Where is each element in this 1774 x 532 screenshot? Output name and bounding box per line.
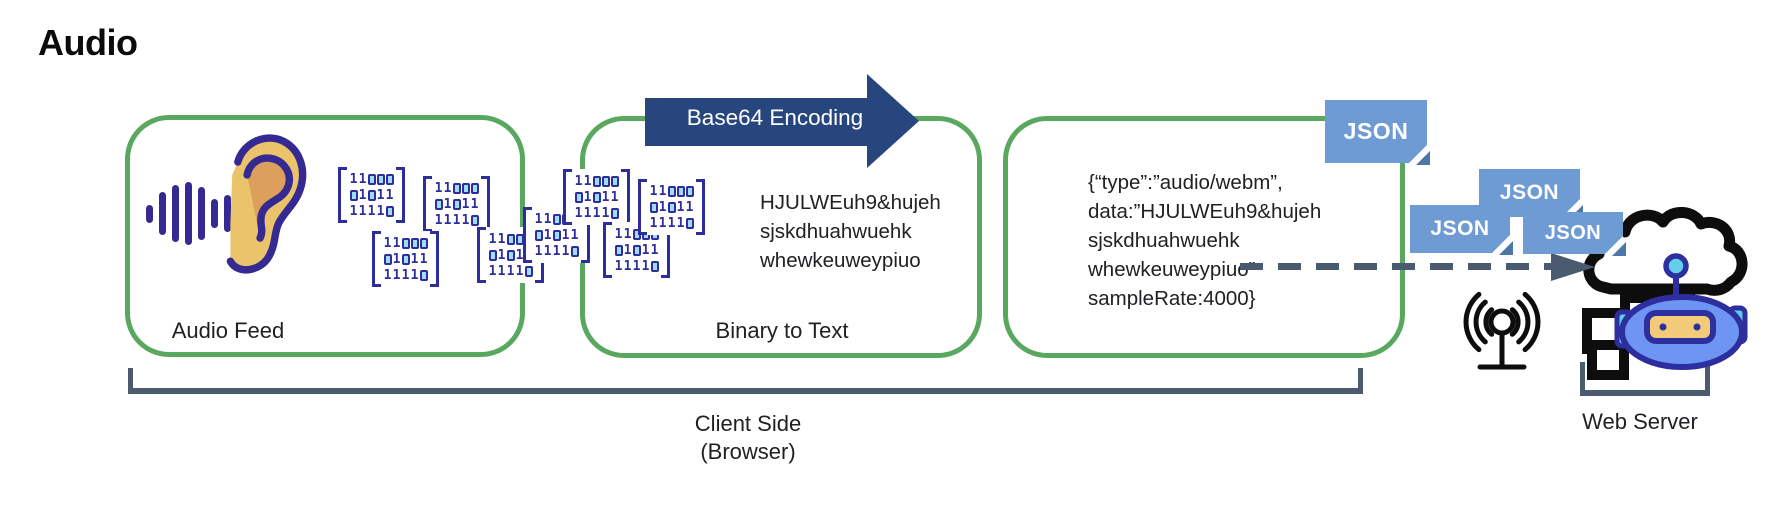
bracket-right: [430, 231, 439, 287]
ear-icon: [226, 134, 307, 274]
json-text-line: sjskdhuahwuehk: [1088, 229, 1240, 252]
dashed-arrow-head: [1551, 253, 1595, 281]
web-server-label: Web Server: [1582, 409, 1698, 434]
binary-to-text-label: Binary to Text: [715, 318, 849, 343]
cloud-icon: [1582, 207, 1748, 380]
json-text-line: {“type”:”audio/webm”,: [1088, 171, 1283, 194]
base64-text-line: sjskdhuahwuehk: [760, 220, 912, 243]
antenna-icon: [1463, 291, 1541, 370]
bracket-left: [523, 207, 532, 263]
client-side-label-line: Client Side: [694, 411, 802, 436]
json-badge: JSON: [1523, 212, 1626, 256]
base64-arrow-body: [645, 98, 867, 146]
client-side-bracket: [128, 368, 1363, 394]
json-text-line: whewkeuweypiuo”: [1088, 258, 1256, 281]
base64-text-line: HJULWEuh9&hujeh: [760, 191, 941, 214]
json-badge: JSON: [1325, 100, 1430, 165]
bracket-right: [621, 169, 630, 225]
bracket-left: [603, 222, 612, 278]
web-server-bracket: [1580, 362, 1710, 396]
dashed-arrow-line: [1240, 263, 1553, 270]
bracket-left: [372, 231, 381, 287]
base64-text: HJULWEuh9&hujeh sjskdhuahwuehk whewkeuwe…: [760, 188, 941, 275]
json-badge-label: JSON: [1343, 118, 1409, 144]
base64-arrow-head: [867, 74, 919, 168]
bracket-right: [396, 167, 405, 223]
json-payload-box: [1003, 116, 1405, 358]
page-title: Audio: [38, 22, 138, 63]
bracket-right: [481, 176, 490, 232]
json-badge-label: JSON: [1544, 221, 1602, 244]
json-badge-label: JSON: [1430, 217, 1490, 240]
bracket-left: [563, 169, 572, 225]
json-payload-text: {“type”:”audio/webm”, data:”HJULWEuh9&hu…: [1088, 168, 1321, 313]
client-side-label-line: (Browser): [700, 439, 796, 464]
bracket-left: [423, 176, 432, 232]
base64-arrow-label: Base64 Encoding: [686, 105, 864, 130]
json-text-line: sampleRate:4000}: [1088, 287, 1256, 310]
bracket-left: [338, 167, 347, 223]
bracket-left: [638, 179, 647, 235]
client-side-label: Client Side (Browser): [598, 410, 898, 466]
bracket-right: [696, 179, 705, 235]
cloud-robot-server-icon: [1582, 207, 1748, 380]
base64-text-line: whewkeuweypiuo: [760, 249, 921, 272]
robot-icon: [1614, 253, 1748, 370]
audio-feed-label: Audio Feed: [171, 318, 285, 343]
json-text-line: data:”HJULWEuh9&hujeh: [1088, 200, 1322, 223]
json-badge: JSON: [1410, 205, 1513, 255]
bracket-left: [477, 227, 486, 283]
json-badge-label: JSON: [1499, 181, 1560, 204]
